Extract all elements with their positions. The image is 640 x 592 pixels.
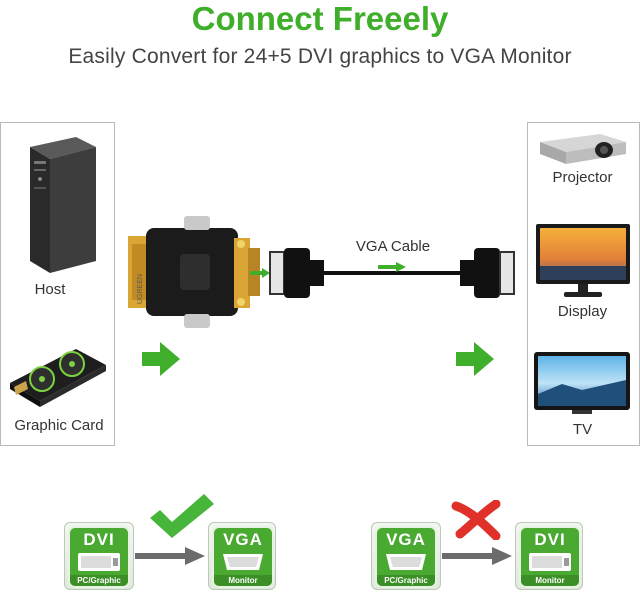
vga-monitor-badge: VGA Monitor (212, 526, 274, 588)
dvi-port-icon (78, 553, 120, 571)
svg-text:UGREEN: UGREEN (137, 274, 144, 304)
tv-label: TV (572, 421, 593, 438)
page-subtitle: Easily Convert for 24+5 DVI graphics to … (68, 45, 572, 68)
vga-cable-icon (269, 248, 515, 298)
desktop-tower-icon (30, 137, 96, 273)
vga-monitor-label: VGA (223, 530, 263, 549)
dvi-to-vga-adapter-icon: UGREEN (128, 216, 260, 328)
display-monitor-icon (536, 224, 630, 297)
flow-arrow-left-icon (142, 342, 180, 376)
dvi-source-caption: PC/Graphic Card (70, 575, 128, 586)
check-mark-icon (150, 494, 214, 538)
convert-arrow-icon (442, 547, 512, 565)
page-title: Connect Freeely (191, 0, 449, 37)
vga-port-icon (223, 554, 263, 570)
dvi-monitor-badge: DVI Monitor (519, 526, 581, 588)
dvi-monitor-label: DVI (534, 530, 566, 549)
dvi-source-badge: DVI PC/Graphic Card (68, 526, 130, 588)
vga-source-label: VGA (386, 530, 426, 549)
graphic-card-label: Graphic Card (14, 417, 104, 434)
vga-cable-label: VGA Cable (355, 238, 431, 255)
projector-label: Projector (552, 169, 613, 186)
vga-source-caption: PC/Graphic Card (377, 575, 435, 586)
dvi-port-icon (529, 553, 571, 571)
signal-arrow-icon (250, 268, 270, 278)
tv-icon (534, 352, 630, 414)
graphics-card-icon (10, 349, 106, 407)
cable-direction-arrow-icon (378, 262, 406, 272)
display-label: Display (557, 303, 608, 320)
dvi-source-label: DVI (83, 530, 115, 549)
vga-port-icon (386, 554, 426, 570)
projector-icon (540, 134, 626, 164)
cross-mark-icon (451, 500, 501, 540)
vga-source-badge: VGA PC/Graphic Card (375, 526, 437, 588)
host-label: Host (34, 281, 66, 298)
convert-arrow-icon (135, 547, 205, 565)
dvi-monitor-caption: Monitor (521, 575, 579, 586)
flow-arrow-right-icon (456, 342, 494, 376)
vga-monitor-caption: Monitor (214, 575, 272, 586)
